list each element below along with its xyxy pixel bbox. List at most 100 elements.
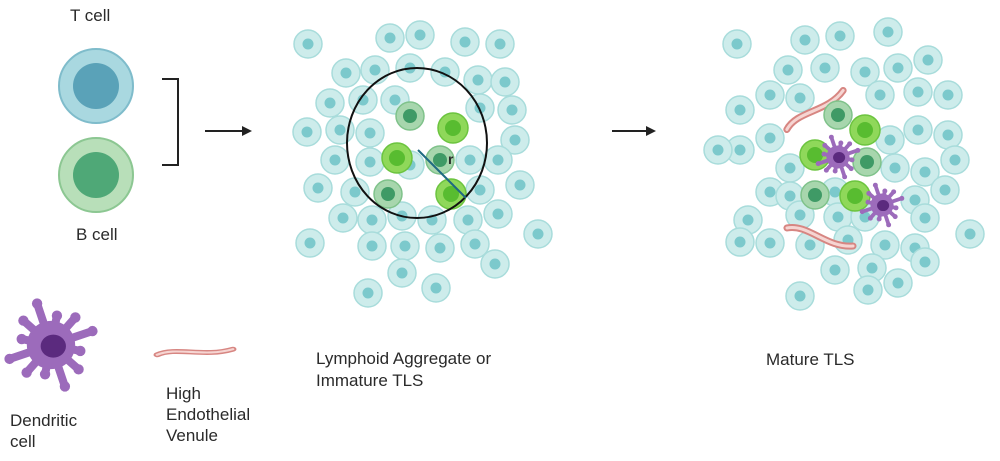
background-cell: [903, 77, 933, 107]
background-cell: [483, 199, 513, 229]
background-cell: [387, 258, 417, 288]
background-cell: [480, 249, 510, 279]
background-cell: [405, 20, 435, 50]
background-cell: [785, 281, 815, 311]
b-cell-dark: [373, 179, 403, 209]
germinal-b-cell: [839, 180, 871, 212]
background-cell: [430, 57, 460, 87]
background-cell: [910, 203, 940, 233]
background-cell: [421, 273, 451, 303]
background-cell: [833, 225, 863, 255]
background-cell: [910, 247, 940, 277]
background-cell: [331, 58, 361, 88]
background-cell: [725, 135, 755, 165]
background-cell: [880, 153, 910, 183]
background-cell: [883, 53, 913, 83]
immature-tls-label-line1: Lymphoid Aggregate or: [316, 349, 492, 368]
arrow-icon-2: [612, 126, 656, 136]
background-cell: [825, 21, 855, 51]
background-cell: [903, 115, 933, 145]
background-cell: [485, 29, 515, 59]
germinal-b-cell: [849, 114, 881, 146]
background-cell: [465, 175, 495, 205]
background-cell: [933, 80, 963, 110]
t-cell-label: T cell: [70, 6, 111, 25]
background-cell: [328, 203, 358, 233]
legend-dendritic-cell-icon: [4, 298, 98, 392]
background-cell: [417, 205, 447, 235]
background-cell: [425, 233, 455, 263]
hev-vessel: [783, 224, 857, 250]
background-cell: [375, 23, 405, 53]
hev-label-line3: Venule: [166, 426, 218, 445]
background-cell: [703, 135, 733, 165]
background-cell: [320, 145, 350, 175]
background-cell: [315, 88, 345, 118]
background-cell: [722, 29, 752, 59]
background-cell: [453, 205, 483, 235]
background-cell: [873, 17, 903, 47]
dendritic-cell: [859, 182, 905, 228]
background-cell: [785, 200, 815, 230]
background-cell: [500, 125, 530, 155]
background-cell: [360, 55, 390, 85]
dendritic-cell: [815, 134, 861, 180]
background-cell: [955, 219, 985, 249]
background-cell: [933, 120, 963, 150]
background-cell: [810, 53, 840, 83]
background-cell: [505, 170, 535, 200]
immature-tls-cluster: [292, 20, 553, 308]
background-cell: [353, 278, 383, 308]
background-cell: [460, 229, 490, 259]
background-cell: [820, 255, 850, 285]
background-cell: [910, 157, 940, 187]
legend-hev-icon: [157, 349, 233, 355]
background-cell: [755, 80, 785, 110]
immature-tls-label-line2: Immature TLS: [316, 371, 424, 390]
background-cell: [355, 147, 385, 177]
background-cell: [857, 253, 887, 283]
bracket-icon: [162, 78, 179, 166]
background-cell: [773, 55, 803, 85]
background-cell: [497, 95, 527, 125]
hev-label-line2: Endothelial: [166, 405, 251, 424]
background-cell: [357, 231, 387, 261]
b-cell-label: B cell: [76, 225, 118, 244]
background-cell: [523, 219, 553, 249]
mature-tls-label: Mature TLS: [766, 350, 855, 369]
background-cell: [483, 145, 513, 175]
background-cell: [303, 173, 333, 203]
background-cell: [295, 228, 325, 258]
legend-t-cell-icon: [58, 48, 134, 124]
dendritic-label-line2: cell: [10, 432, 36, 451]
background-cell: [463, 65, 493, 95]
background-cell: [355, 118, 385, 148]
radius-label: r: [448, 151, 454, 167]
germinal-b-cell: [381, 142, 413, 174]
b-cell-dark: [852, 147, 882, 177]
background-cell: [725, 95, 755, 125]
background-cell: [865, 80, 895, 110]
b-cell-dark: [425, 145, 455, 175]
background-cell: [850, 57, 880, 87]
background-cell: [455, 145, 485, 175]
b-cell-dark: [395, 101, 425, 131]
background-cell: [755, 123, 785, 153]
background-cell: [755, 228, 785, 258]
background-cell: [870, 230, 900, 260]
mature-tls-cluster: [703, 17, 985, 311]
germinal-b-cell: [437, 112, 469, 144]
background-cell: [913, 45, 943, 75]
arrow-icon-1: [205, 126, 252, 136]
background-cell: [785, 83, 815, 113]
b-cell-dark: [823, 100, 853, 130]
hev-vessel: [783, 87, 847, 133]
background-cell: [357, 205, 387, 235]
b-cell-dark: [800, 180, 830, 210]
background-cell: [883, 268, 913, 298]
background-cell: [930, 175, 960, 205]
background-cell: [725, 227, 755, 257]
radius-line: [417, 149, 467, 199]
